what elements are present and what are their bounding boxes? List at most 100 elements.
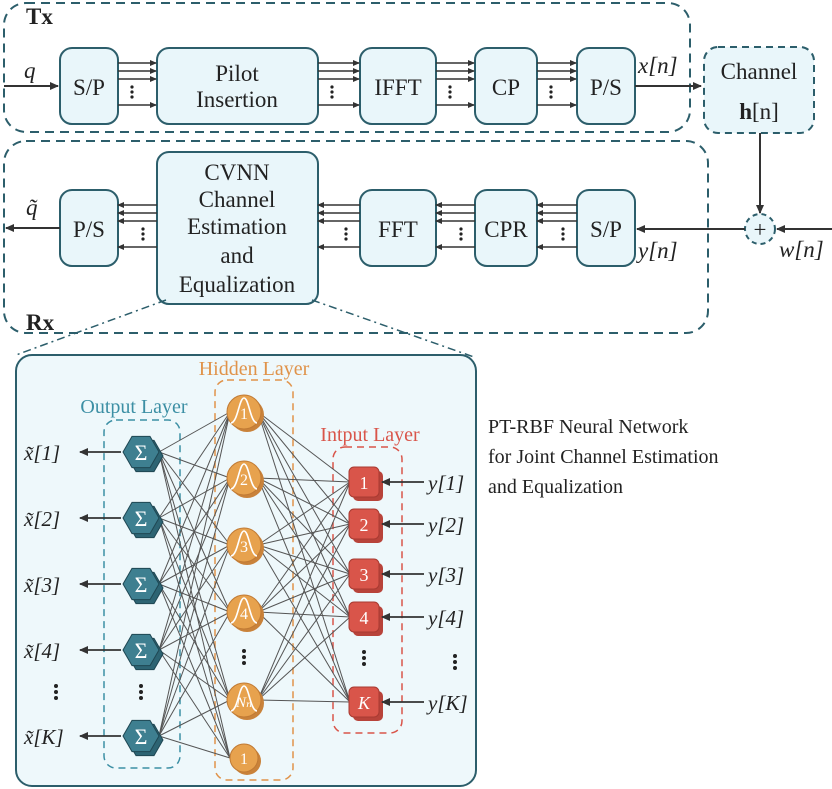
edge-output-hidden [158, 649, 231, 759]
edge-output-hidden [158, 411, 231, 519]
rx-fft-cvnn-dot [344, 232, 348, 236]
channel-symbol: h[n] [739, 99, 779, 124]
rx-sp-label: S/P [590, 217, 622, 242]
gaussian-curve [230, 530, 258, 557]
edge-hidden-input [257, 699, 351, 703]
edge-hidden-input [257, 544, 351, 575]
input-node-dot [362, 662, 366, 666]
rx-cpr-fft-dot [459, 227, 463, 231]
tx-cp-ps-dot [549, 85, 553, 89]
hidden-node: 2 [226, 460, 264, 498]
rx-section [3, 140, 709, 334]
edge-hidden-input [257, 411, 351, 575]
output-label: x̃[3] [23, 573, 60, 597]
fft-block [359, 189, 437, 267]
hidden-node: 3 [226, 527, 264, 565]
gaussian-curve [230, 397, 258, 424]
edge-hidden-input [257, 523, 351, 701]
rx-fft-cvnn-dot [344, 237, 348, 241]
tx-sp-block [59, 47, 119, 125]
input-node: K [348, 686, 383, 721]
cp-block [474, 47, 538, 125]
tx-pilot-ifft-dot [330, 85, 334, 89]
tx-sp-pilot-dot [130, 90, 134, 94]
edge-hidden-input [257, 411, 351, 525]
hidden-node-label: 1 [240, 406, 248, 423]
edge-hidden-input [257, 477, 351, 575]
edge-hidden-input [257, 523, 351, 546]
hidden-node-dot [242, 649, 246, 653]
input-node-label: 3 [360, 565, 369, 585]
sum-symbol: Σ [135, 572, 148, 597]
input-label: y[1] [426, 471, 464, 495]
tx-ifft-cp-dot [448, 90, 452, 94]
input-node: 3 [348, 558, 383, 593]
tx-ps-label: P/S [590, 75, 622, 100]
edge-hidden-input [257, 481, 351, 546]
edge-hidden-input [257, 523, 351, 613]
gaussian-curve [230, 685, 258, 712]
edge-hidden-input [257, 611, 351, 703]
rx-label: Rx [26, 310, 55, 335]
output-node: Σ [122, 435, 164, 473]
output-layer-label: Output Layer [80, 396, 188, 418]
input-node-label: K [357, 693, 371, 713]
edge-hidden-input [257, 573, 351, 701]
gaussian-curve [230, 597, 258, 624]
hidden-node: 1 [226, 394, 264, 432]
edge-output-hidden [158, 583, 231, 759]
channel-block [703, 46, 815, 134]
tx-cp-ps-dot [549, 95, 553, 99]
rx-ps-label: P/S [73, 217, 105, 242]
input-node-dot [362, 650, 366, 654]
hidden-node: Nₙ [226, 682, 264, 720]
hidden-node-dot [242, 661, 246, 665]
tx-output-signal: x[n] [637, 53, 678, 78]
edge-output-hidden [158, 544, 231, 651]
edge-output-hidden [158, 735, 231, 759]
tx-pilot-ifft-dot [330, 95, 334, 99]
edge-output-hidden [158, 517, 231, 701]
output-node: Σ [122, 567, 164, 605]
tx-pilot-ifft-dot [330, 90, 334, 94]
input-label-dot [453, 654, 457, 658]
edge-hidden-input [257, 544, 351, 618]
output-node: Σ [122, 719, 164, 757]
output-label: x̃[2] [23, 507, 60, 531]
rx-sp-cpr-dot [561, 232, 565, 236]
edge-hidden-input [257, 481, 351, 701]
edge-hidden-input [257, 573, 351, 613]
hidden-node: 4 [226, 594, 264, 632]
input-layer-label: Intput Layer [320, 424, 420, 446]
edge-hidden-input [257, 477, 351, 483]
input-label: y[3] [426, 563, 464, 587]
hidden-node: 1 [229, 743, 261, 775]
rx-cpr-fft-dot [459, 232, 463, 236]
tx-ifft-cp-dot [448, 95, 452, 99]
edge-hidden-input [257, 477, 351, 525]
edge-hidden-input [257, 611, 351, 618]
edge-output-hidden [158, 477, 231, 651]
edge-output-hidden [158, 583, 231, 701]
edge-output-hidden [158, 477, 231, 737]
rx-sp-cpr-dot [561, 237, 565, 241]
edge-hidden-input [257, 411, 351, 483]
output-label: x̃[4] [23, 639, 60, 663]
output-label: x̃[K] [23, 725, 64, 749]
hidden-node-label: 1 [240, 751, 248, 768]
tx-ifft-cp-dot [448, 85, 452, 89]
input-layer-box [332, 446, 403, 734]
ifft-label: IFFT [374, 75, 421, 100]
rx-input-signal: y[n] [636, 238, 678, 263]
zoom-line-right [311, 299, 475, 358]
edge-output-hidden [158, 544, 231, 737]
output-layer-box [103, 419, 181, 769]
hidden-layer-box [214, 379, 294, 781]
tx-parallel-bundles [118, 60, 577, 108]
tx-label: Tx [26, 4, 53, 29]
input-node-label: 4 [360, 608, 369, 628]
